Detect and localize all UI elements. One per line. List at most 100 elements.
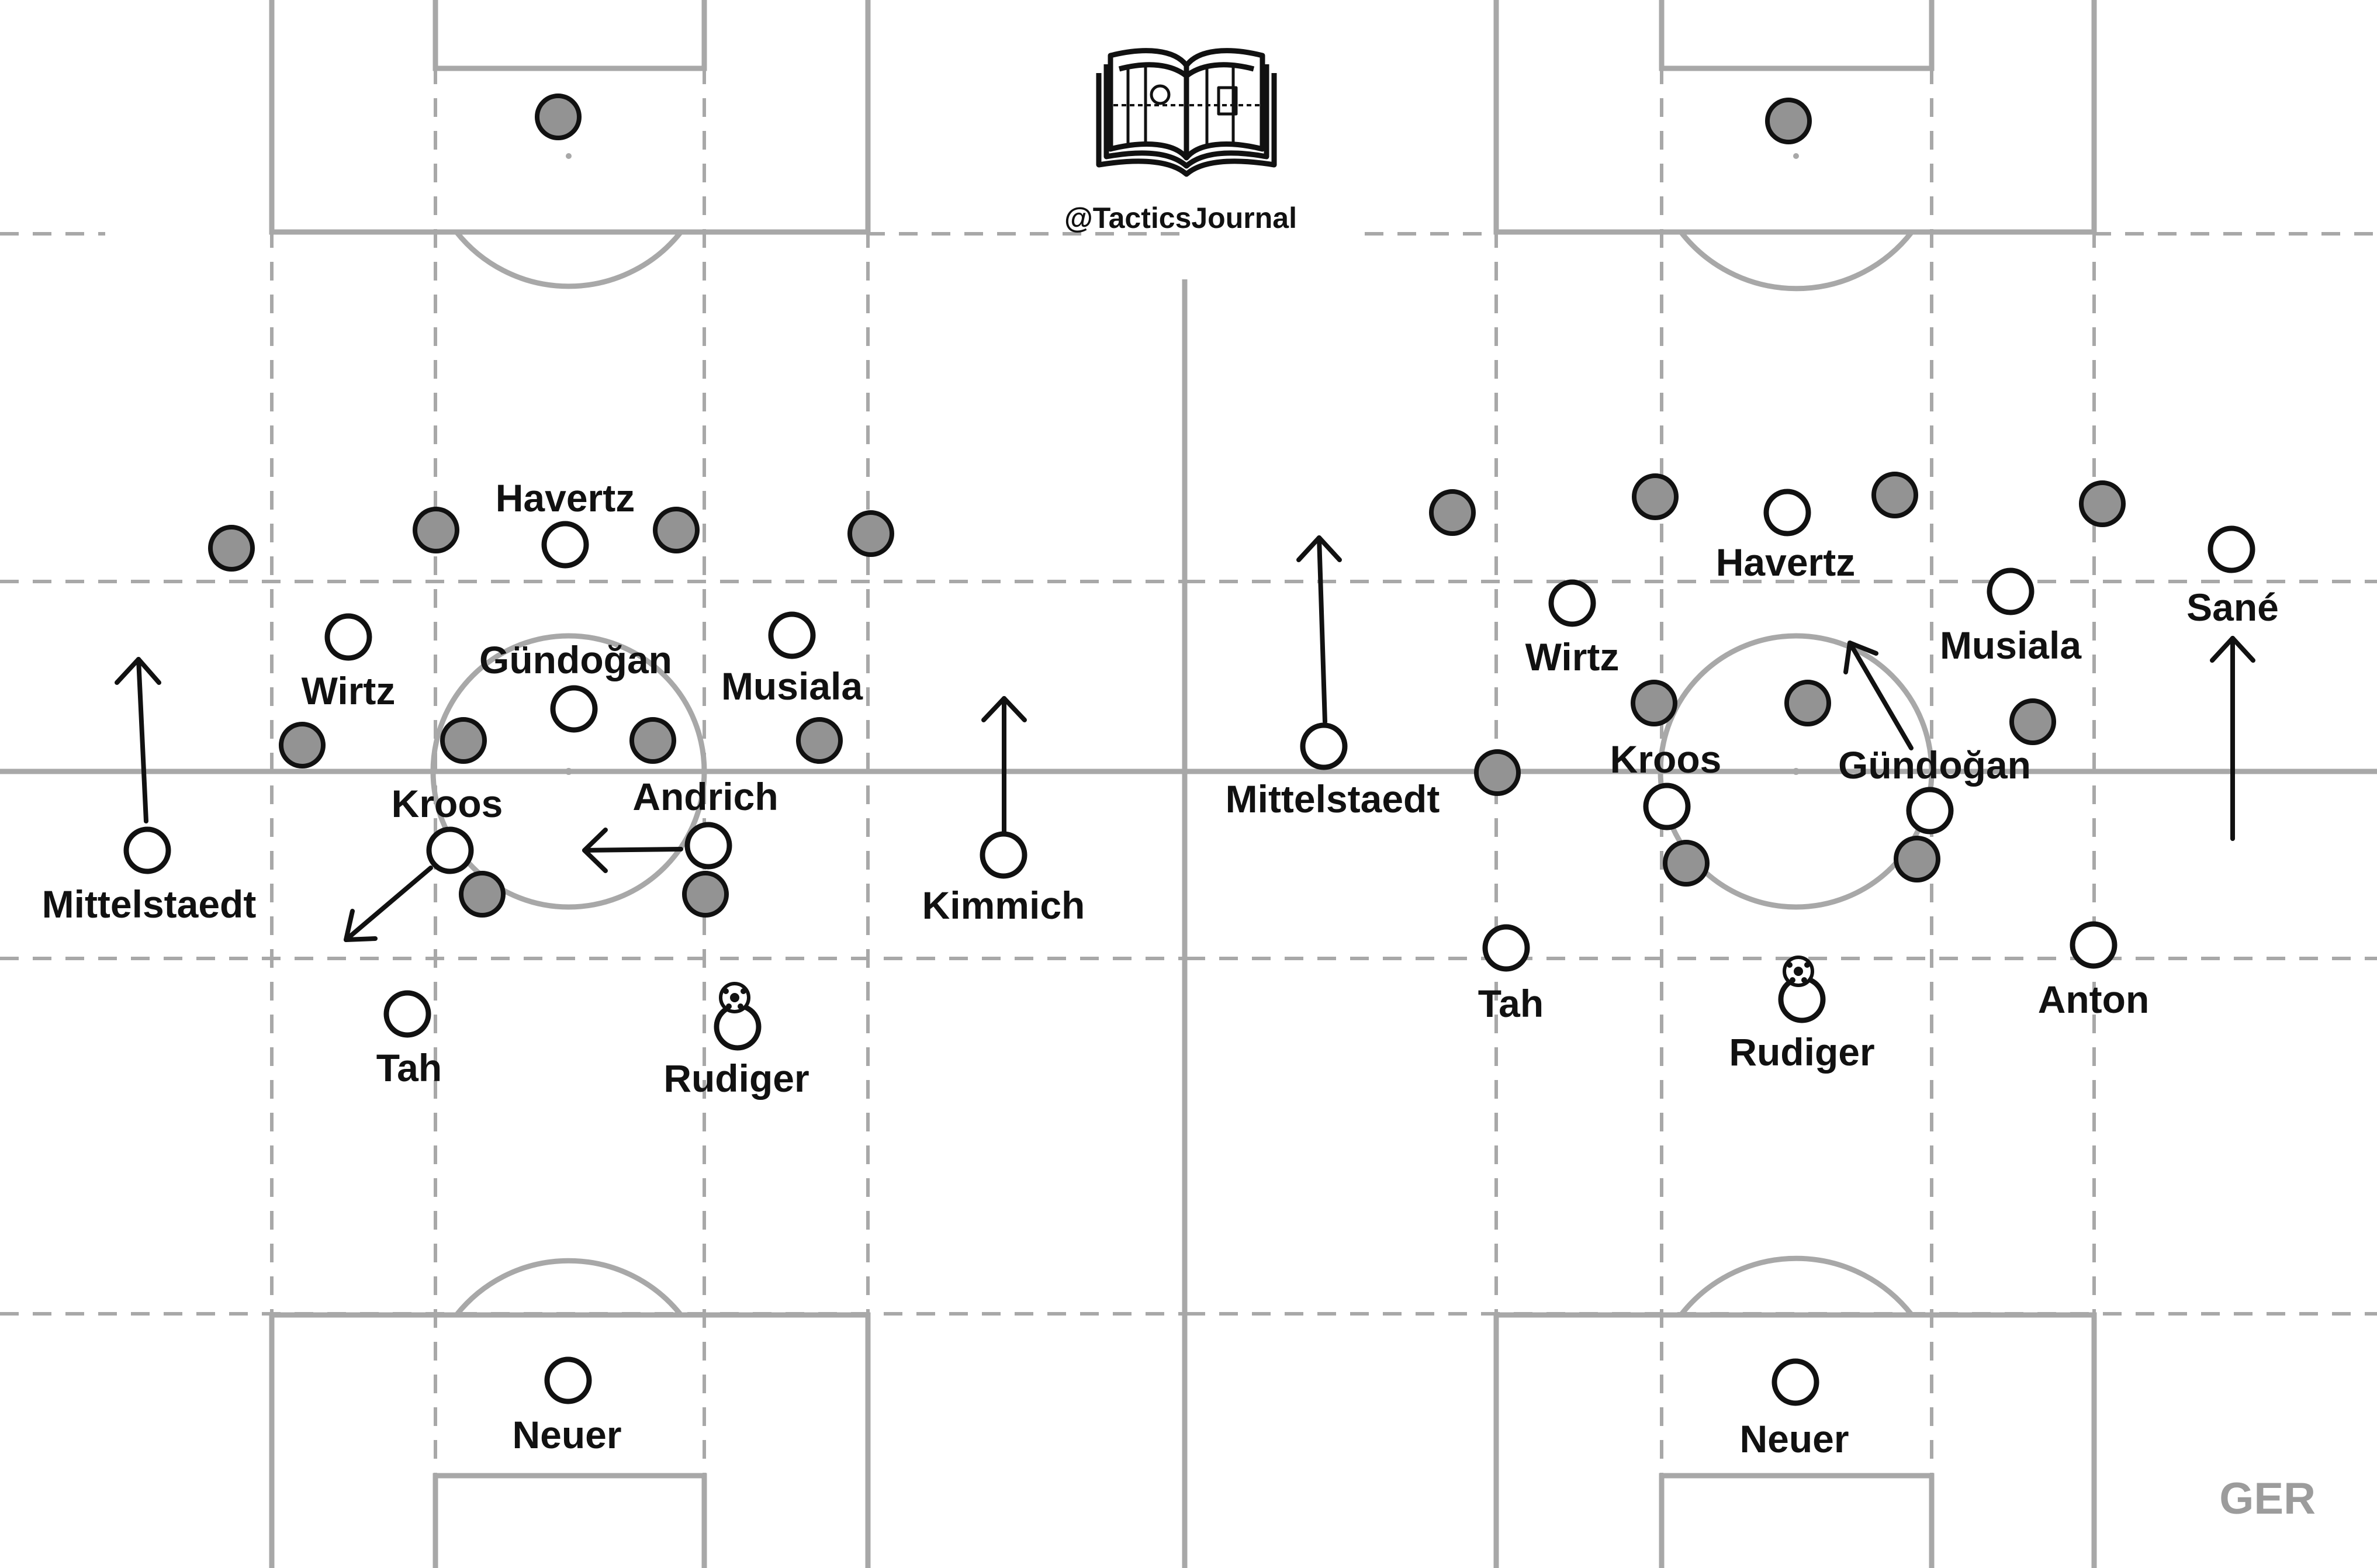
- centre-spot-right: [1793, 768, 1800, 775]
- player-rudiger: Rudiger: [663, 982, 809, 1100]
- player-mittelstaedt: Mittelstaedt: [42, 826, 257, 926]
- player-name: Neuer: [1739, 1417, 1849, 1460]
- player-neuer: Neuer: [1739, 1358, 1849, 1460]
- opponent-marker: [1632, 473, 1679, 520]
- player-gundogan: Gündoğan: [479, 638, 672, 733]
- opponent-marker: [2009, 698, 2056, 745]
- penalty-area-top-right: [1493, 0, 2097, 235]
- player-name: Tah: [1478, 982, 1544, 1025]
- penalty-arc-bottom-right: [1679, 1255, 1914, 1317]
- player-marker: [544, 1356, 592, 1404]
- player-name: Kroos: [1610, 738, 1722, 781]
- opponent-marker: [2079, 480, 2126, 527]
- opponent-marker: [440, 717, 487, 764]
- player-kimmich: Kimmich: [922, 831, 1085, 927]
- opponent-marker: [1765, 98, 1812, 144]
- player-name: Kroos: [392, 782, 503, 825]
- player-havertz: Havertz: [1716, 489, 1855, 584]
- player-marker: [324, 613, 372, 661]
- player-musiala: Musiala: [721, 611, 863, 708]
- player-name: Kimmich: [922, 884, 1085, 927]
- player-marker: [684, 822, 732, 870]
- penalty-arc-bottom-left: [454, 1258, 683, 1317]
- opponent-marker: [629, 717, 676, 764]
- player-gundogan: Gündoğan: [1838, 743, 2031, 835]
- run-arrow: [115, 657, 161, 823]
- opponent-marker: [653, 507, 700, 553]
- player-name: Gündoğan: [1838, 743, 2031, 787]
- movement-arrows-right: [1296, 535, 2255, 841]
- centre-circle-left: [430, 633, 707, 910]
- pitch-right: [1186, 0, 2377, 1568]
- player-marker: [383, 990, 431, 1038]
- player-name: Wirtz: [1525, 635, 1620, 679]
- player-marker: [1906, 787, 1954, 835]
- player-name: Neuer: [512, 1413, 621, 1456]
- opponent-marker: [279, 722, 326, 769]
- player-name: Rudiger: [1729, 1030, 1874, 1074]
- pitch-left: [0, 0, 1186, 1568]
- player-name: Anton: [2038, 978, 2150, 1021]
- player-marker: [2070, 921, 2117, 969]
- player-name: Havertz: [496, 476, 635, 520]
- player-tah: Tah: [1478, 924, 1544, 1025]
- player-marker: [123, 826, 171, 874]
- player-name: Musiala: [721, 664, 863, 708]
- opponents-left: [208, 94, 894, 918]
- player-marker: [1548, 579, 1596, 627]
- opponents-right: [1429, 98, 2126, 887]
- player-neuer: Neuer: [512, 1356, 622, 1456]
- tactics-book-icon: [1096, 48, 1277, 177]
- six-yard-bottom-right: [1659, 1473, 1935, 1568]
- player-sane: Sané: [2186, 525, 2279, 629]
- opponent-marker: [535, 94, 582, 140]
- player-marker: [2208, 525, 2255, 573]
- player-marker: [1771, 1358, 1819, 1406]
- player-marker: [550, 685, 598, 733]
- penalty-area-bottom-left: [269, 1312, 871, 1568]
- penalty-area-top-left: [269, 0, 871, 235]
- player-musiala: Musiala: [1940, 567, 2082, 667]
- player-name: Musiala: [1940, 624, 2082, 667]
- penalty-area-bottom-right: [1493, 1312, 2097, 1568]
- six-yard-top-left: [433, 0, 707, 71]
- football-icon: [1783, 956, 1814, 987]
- player-marker: [980, 831, 1027, 879]
- opponent-marker: [1429, 489, 1476, 536]
- opponent-marker: [208, 525, 255, 572]
- player-marker: [768, 611, 816, 659]
- opponent-marker: [796, 717, 843, 764]
- player-name: Rudiger: [663, 1057, 809, 1100]
- player-kroos: Kroos: [392, 782, 503, 874]
- player-marker: [1482, 924, 1530, 972]
- opponent-marker: [1784, 680, 1831, 726]
- opponent-marker: [847, 510, 894, 557]
- opponent-marker: [1474, 749, 1521, 796]
- run-arrow: [1296, 535, 1342, 724]
- player-tah: Tah: [376, 990, 442, 1089]
- opponent-marker: [1663, 840, 1710, 887]
- run-arrow: [2210, 636, 2255, 841]
- penalty-arc-top-right: [1679, 230, 1914, 292]
- player-kroos: Kroos: [1610, 738, 1722, 830]
- player-name: Gündoğan: [479, 638, 672, 681]
- player-rudiger: Rudiger: [1729, 956, 1875, 1074]
- player-marker: [426, 826, 474, 874]
- player-name: Andrich: [632, 775, 778, 818]
- penalty-spot-top-right: [1793, 153, 1799, 159]
- six-yard-top-right: [1659, 0, 1935, 71]
- penalty-spot-top-left: [566, 153, 572, 159]
- player-wirtz: Wirtz: [302, 613, 395, 712]
- run-arrow: [582, 828, 683, 873]
- player-name: Mittelstaedt: [42, 882, 257, 926]
- player-mittelstaedt: Mittelstaedt: [1226, 722, 1440, 821]
- team-tag: GER: [2219, 1474, 2316, 1524]
- opponent-marker: [413, 507, 459, 553]
- player-marker: [1987, 567, 2035, 615]
- run-arrow: [1843, 641, 1914, 750]
- player-name: Mittelstaedt: [1226, 777, 1440, 821]
- player-marker: [541, 521, 589, 569]
- opponent-marker: [1871, 472, 1918, 518]
- player-marker: [1643, 783, 1691, 830]
